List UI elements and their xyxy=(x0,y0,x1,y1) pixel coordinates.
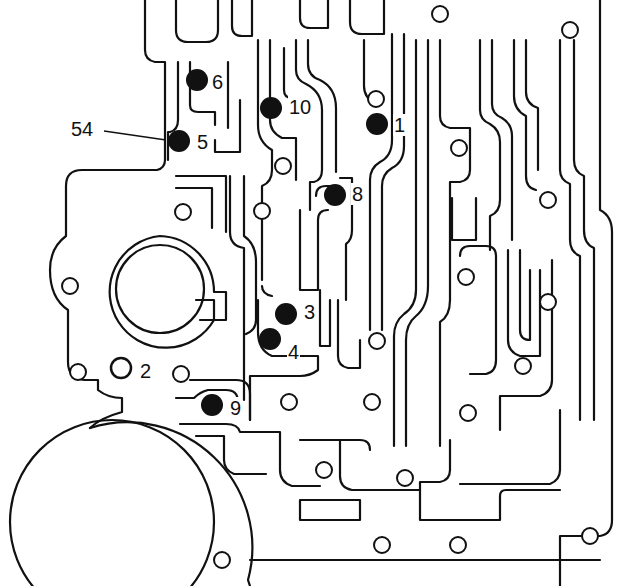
callout-number: 3 xyxy=(303,301,316,323)
bolt-holes xyxy=(62,6,598,568)
callout-number: 4 xyxy=(287,341,300,363)
check-balls xyxy=(168,69,388,416)
callout-number: 5 xyxy=(196,131,209,153)
leader-line xyxy=(104,131,166,140)
callout-number: 9 xyxy=(229,397,242,419)
plate-outline xyxy=(10,0,612,586)
callout-number: 2 xyxy=(139,360,152,382)
callout-number: 6 xyxy=(211,71,224,93)
callout-number: 10 xyxy=(288,96,312,118)
callout-number: 1 xyxy=(393,114,406,136)
open-check-ball xyxy=(111,358,131,378)
callout-number: 8 xyxy=(351,183,364,205)
callout-number: 54 xyxy=(70,118,94,140)
